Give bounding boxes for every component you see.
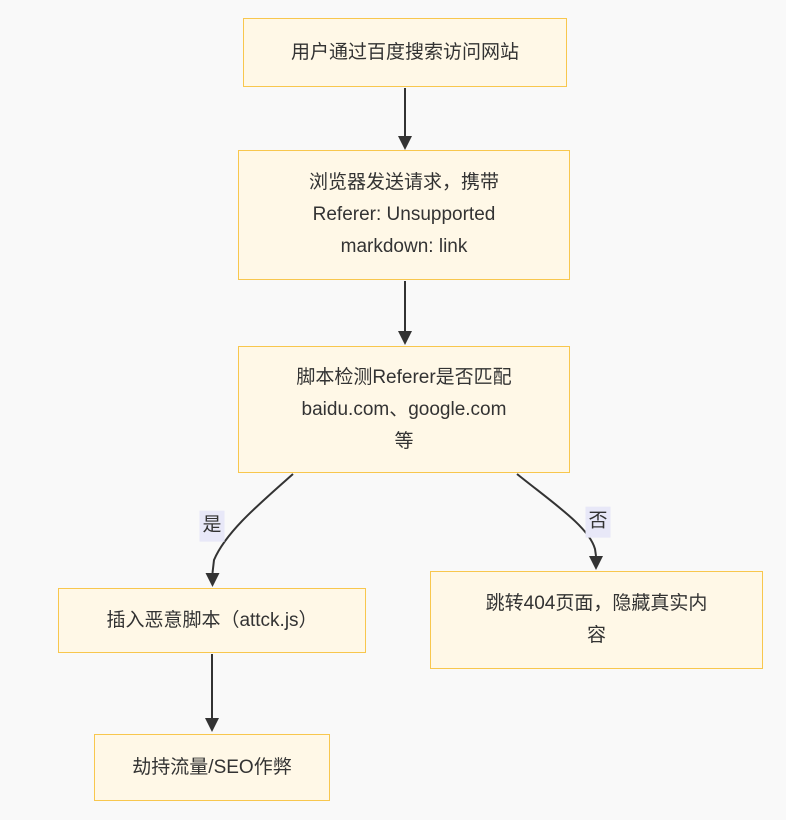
- node-text-line: 浏览器发送请求，携带: [308, 172, 499, 193]
- node-inject-script: 插入恶意脚本（attck.js）: [58, 588, 366, 653]
- node-text-line: 插入恶意脚本（attck.js）: [106, 609, 318, 631]
- arrowhead-request-check: [398, 331, 412, 345]
- node-user-search: 用户通过百度搜索访问网站: [243, 18, 567, 87]
- arrowhead-check-redirect: [589, 556, 603, 570]
- node-text-line: 跳转404页面，隐藏真实内: [485, 593, 708, 614]
- node-browser-request: 浏览器发送请求，携带 Referer: Unsupported markdown…: [238, 150, 570, 280]
- edge-check-redirect: [516, 473, 597, 557]
- edge-label-yes: 是: [199, 510, 225, 542]
- node-text-line: 等: [394, 430, 414, 452]
- edge-check-inject: [211, 473, 294, 574]
- node-hijack-traffic: 劫持流量/SEO作弊: [94, 734, 330, 801]
- arrowhead-inject-hijack: [205, 718, 219, 732]
- node-text-line: 劫持流量/SEO作弊: [132, 756, 292, 778]
- node-text-line: 用户通过百度搜索访问网站: [290, 41, 519, 63]
- node-referer-check: 脚本检测Referer是否匹配 baidu.com、google.com 等: [238, 346, 570, 473]
- edge-label-no: 否: [585, 506, 611, 538]
- node-text-line: 容: [586, 625, 606, 646]
- node-text-line: baidu.com、google.com: [301, 398, 507, 420]
- arrowhead-start-request: [398, 136, 412, 150]
- node-text-line: markdown: link: [340, 236, 468, 257]
- arrowhead-check-inject: [205, 573, 220, 587]
- node-text-line: 脚本检测Referer是否匹配: [296, 366, 512, 388]
- node-redirect-404: 跳转404页面，隐藏真实内 容: [430, 571, 763, 669]
- node-text-line: Referer: Unsupported: [312, 204, 496, 225]
